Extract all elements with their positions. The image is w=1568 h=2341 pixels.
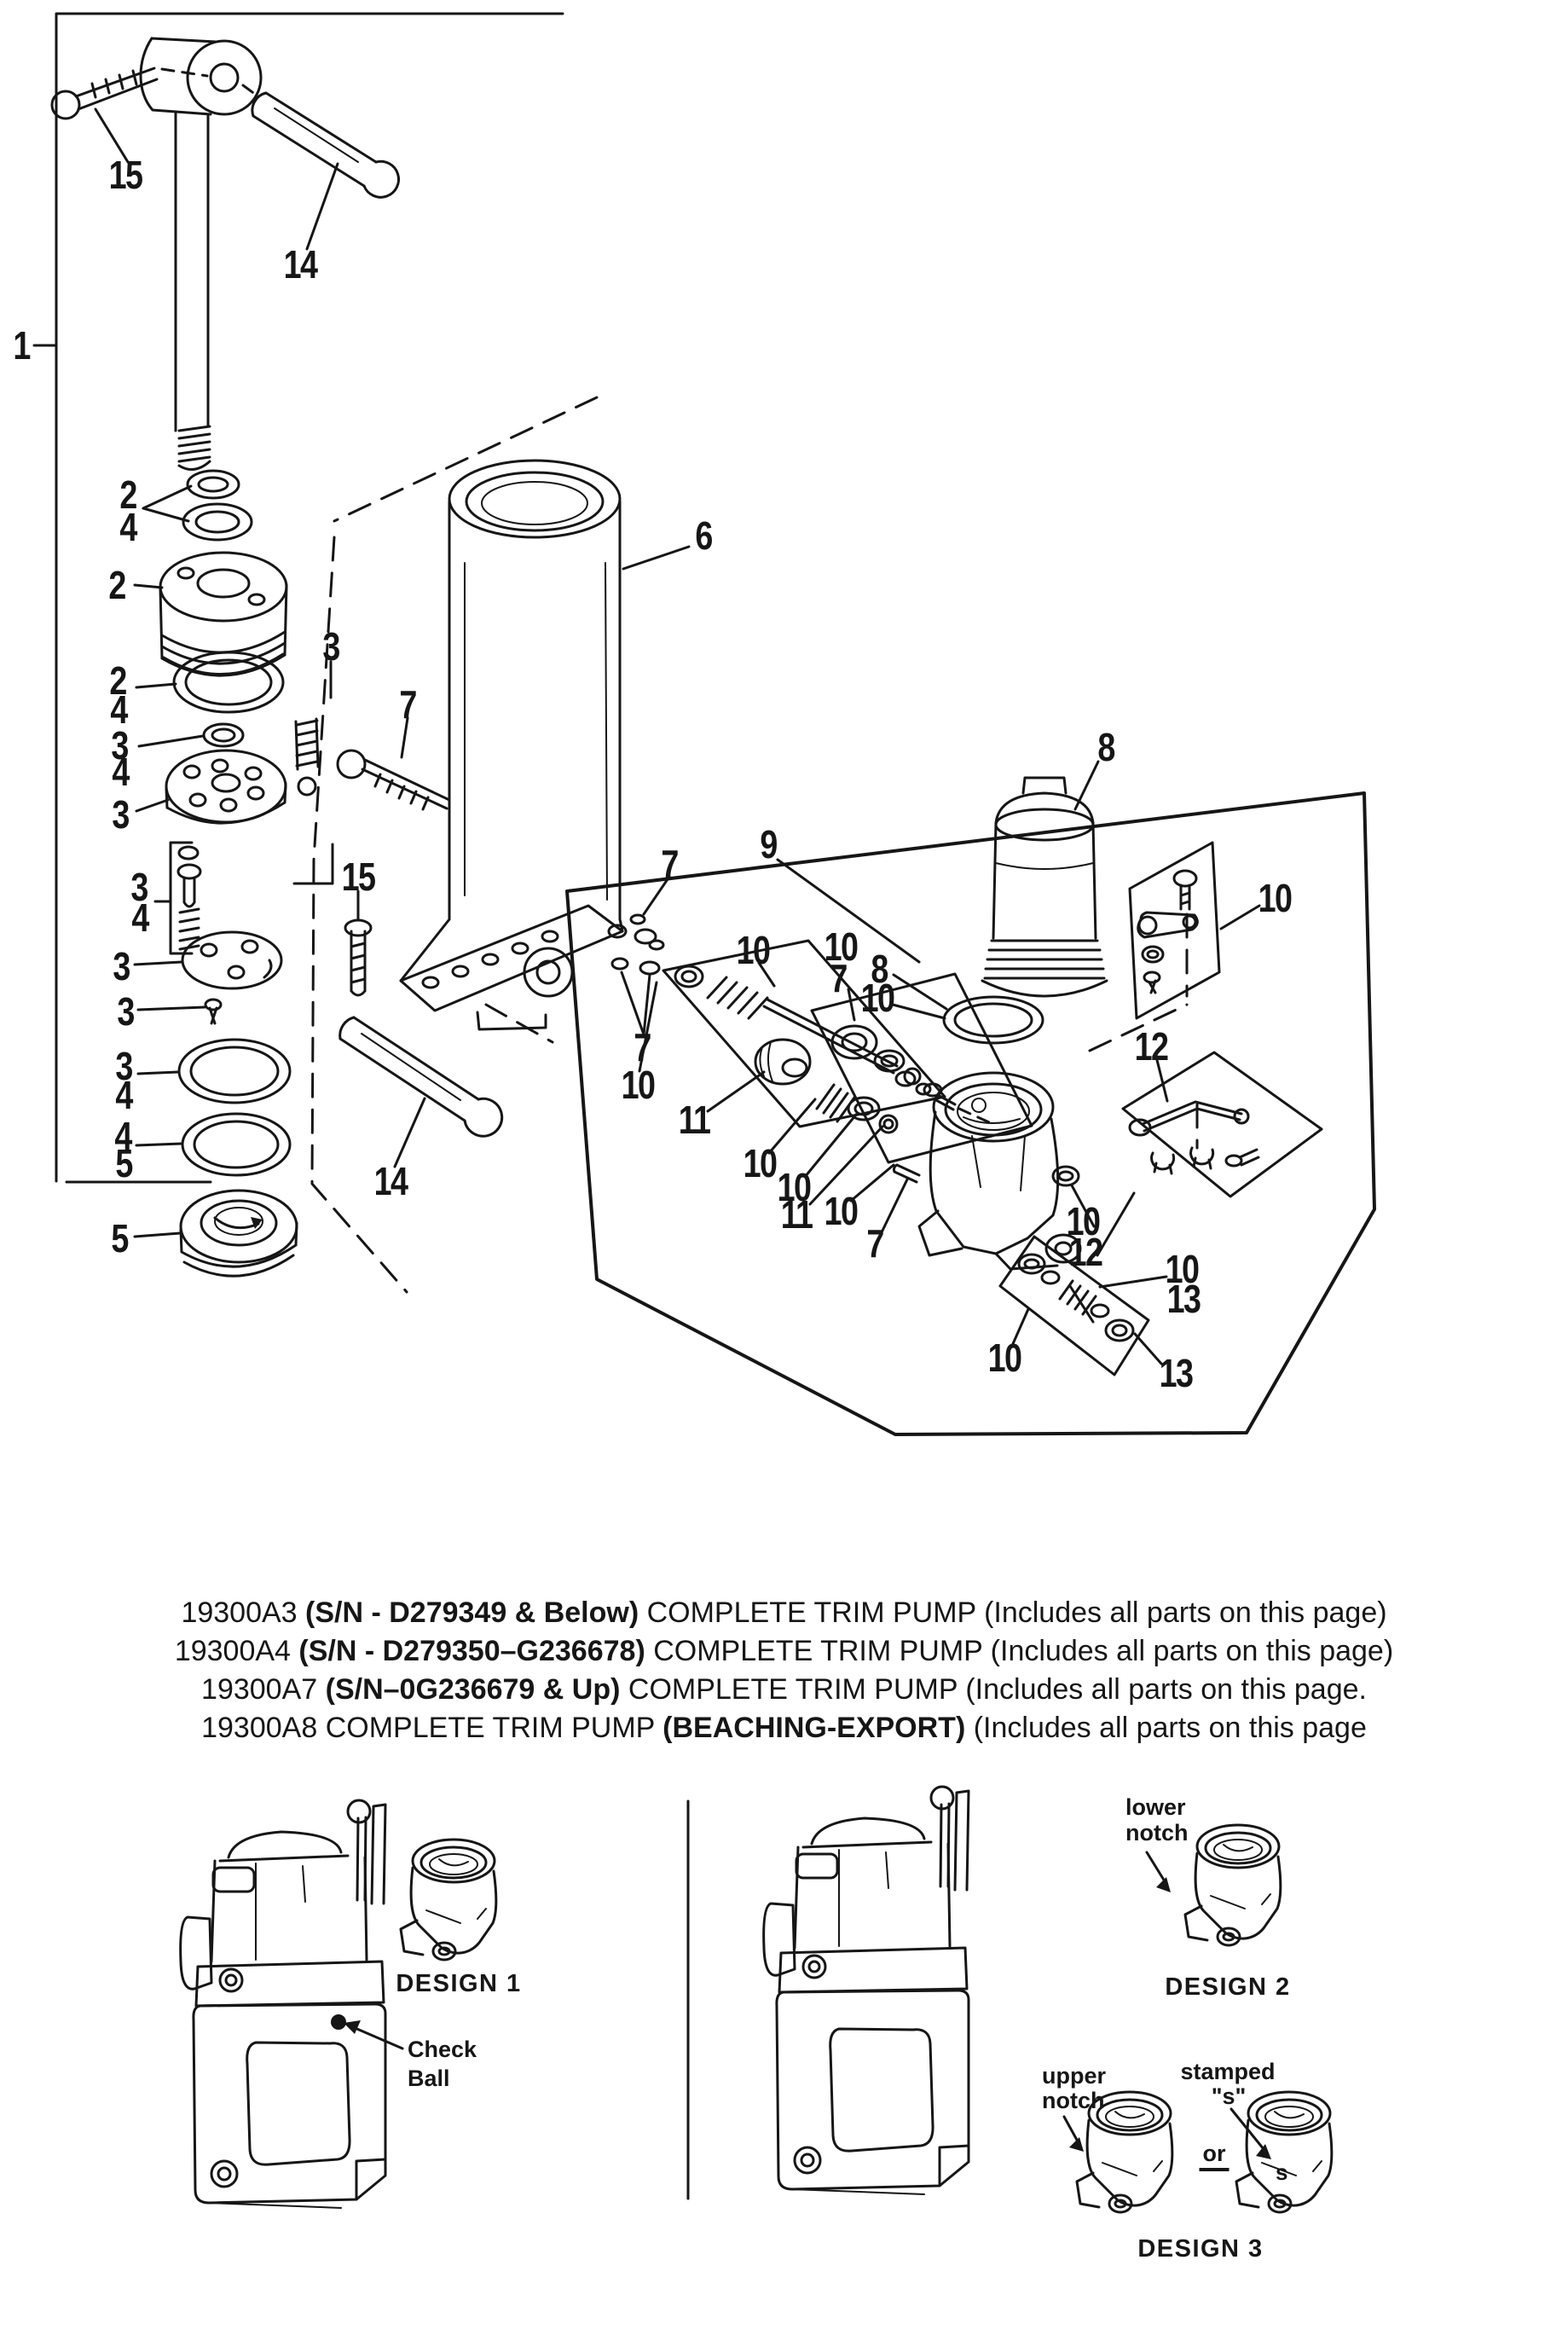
- part-callout-12: 12: [1068, 1230, 1103, 1274]
- part-callout-13: 13: [1159, 1351, 1194, 1395]
- part-callout-9: 9: [760, 822, 778, 866]
- trim-cylinder: [399, 459, 624, 1031]
- part-callout-7: 7: [399, 682, 417, 727]
- part-callout-6: 6: [695, 513, 713, 558]
- part-callout-12: 12: [1134, 1024, 1169, 1069]
- part-callout-10: 10: [824, 924, 859, 969]
- part-callout-10: 10: [860, 976, 895, 1020]
- pump-motor: [942, 776, 1108, 1045]
- part-callout-3: 3: [111, 723, 129, 768]
- valve-parts-panels: [662, 841, 1323, 1376]
- part-listing-line: 19300A4 (S/N - D279350–G236678) COMPLETE…: [174, 1635, 1394, 1667]
- part-callout-4: 4: [112, 750, 130, 794]
- stamped-s-label-line1: stamped: [1180, 2059, 1276, 2084]
- part-callout-3: 3: [113, 944, 130, 988]
- part-callout-3: 3: [115, 1044, 133, 1088]
- part-callout-4: 4: [119, 505, 137, 549]
- part-callout-4: 4: [114, 1114, 132, 1158]
- part-callout-4: 4: [131, 895, 149, 940]
- part-callout-10: 10: [743, 1141, 778, 1185]
- cylinder-cap-parts-stack: [159, 469, 334, 1278]
- part-callout-10: 10: [1258, 876, 1293, 920]
- part-callout-2: 2: [119, 472, 137, 517]
- part-listing-line: 19300A3 (S/N - D279349 & Below) COMPLETE…: [181, 1596, 1387, 1629]
- part-callout-14: 14: [283, 242, 318, 287]
- mounting-bolt-and-tool: [336, 749, 504, 1138]
- upper-notch-label-line1: upper: [1042, 2063, 1107, 2089]
- stamped-s-mark: s: [1276, 2159, 1287, 2185]
- annotation-arrows: [344, 1851, 1271, 2159]
- part-callout-8: 8: [871, 947, 888, 991]
- part-callout-4: 4: [115, 1073, 133, 1117]
- callout-leader-lines: [94, 107, 1261, 1365]
- part-callout-7: 7: [830, 956, 848, 1000]
- part-callout-10: 10: [824, 1189, 859, 1233]
- part-callout-15: 15: [341, 855, 376, 899]
- part-callout-10: 10: [1165, 1247, 1200, 1291]
- part-callout-13: 13: [1166, 1277, 1201, 1321]
- or-label: or: [1199, 2141, 1230, 2171]
- part-callout-8: 8: [1097, 725, 1115, 769]
- part-callout-2: 2: [109, 658, 127, 703]
- part-callout-11: 11: [678, 1098, 711, 1142]
- part-callout-10: 10: [987, 1336, 1022, 1380]
- pump-body: [607, 913, 1082, 1271]
- lower-notch-label-line1: lower: [1125, 1794, 1186, 1820]
- part-callout-10: 10: [1066, 1199, 1101, 1243]
- design1-label: DESIGN 1: [396, 1970, 522, 1997]
- bracket-assembly-1: [32, 12, 564, 1184]
- part-callout-14: 14: [373, 1159, 408, 1203]
- part-callout-5: 5: [111, 1216, 129, 1260]
- part-callout-10: 10: [777, 1165, 812, 1209]
- part-callout-15: 15: [108, 153, 143, 197]
- stamped-s-label-line2: "s": [1211, 2083, 1247, 2109]
- part-callout-7: 7: [634, 1025, 651, 1069]
- design2-manifold: [1183, 1823, 1282, 1947]
- pump-detail-region: [565, 791, 1376, 1436]
- part-callout-3: 3: [322, 624, 340, 669]
- part-listing-line: 19300A8 COMPLETE TRIM PUMP (BEACHING-EXP…: [201, 1712, 1367, 1744]
- t-handle-tool: [50, 37, 400, 471]
- part-callout-3: 3: [130, 865, 148, 909]
- design3-manifold-stamped: [1235, 2090, 1334, 2214]
- part-callout-3: 3: [112, 792, 130, 837]
- part-callout-7: 7: [866, 1221, 884, 1266]
- part-callout-10: 10: [736, 928, 771, 972]
- check-ball-label-line2: Ball: [408, 2066, 450, 2091]
- part-listing-line: 19300A7 (S/N–0G236679 & Up) COMPLETE TRI…: [201, 1673, 1367, 1706]
- part-callout-1: 1: [13, 323, 31, 368]
- part-callout-2: 2: [108, 563, 126, 607]
- design2-label: DESIGN 2: [1165, 1973, 1291, 2001]
- part-callout-7: 7: [661, 842, 679, 886]
- lower-notch-label-line2: notch: [1125, 1820, 1189, 1846]
- part-callout-10: 10: [621, 1063, 656, 1107]
- part-listing: 19300A3 (S/N - D279349 & Below) COMPLETE…: [0, 1594, 1568, 1747]
- design3-label: DESIGN 3: [1137, 2235, 1264, 2263]
- part-callout-11: 11: [780, 1192, 813, 1237]
- upper-notch-label-line2: notch: [1042, 2088, 1105, 2113]
- part-callout-3: 3: [117, 989, 135, 1034]
- part-callout-4: 4: [110, 687, 128, 732]
- design2-3-pump-illustration: s: [762, 1785, 1334, 2214]
- design1-pump-illustration: [179, 1799, 498, 2210]
- part-callout-5: 5: [115, 1141, 133, 1185]
- check-ball-label-line1: Check: [408, 2037, 477, 2062]
